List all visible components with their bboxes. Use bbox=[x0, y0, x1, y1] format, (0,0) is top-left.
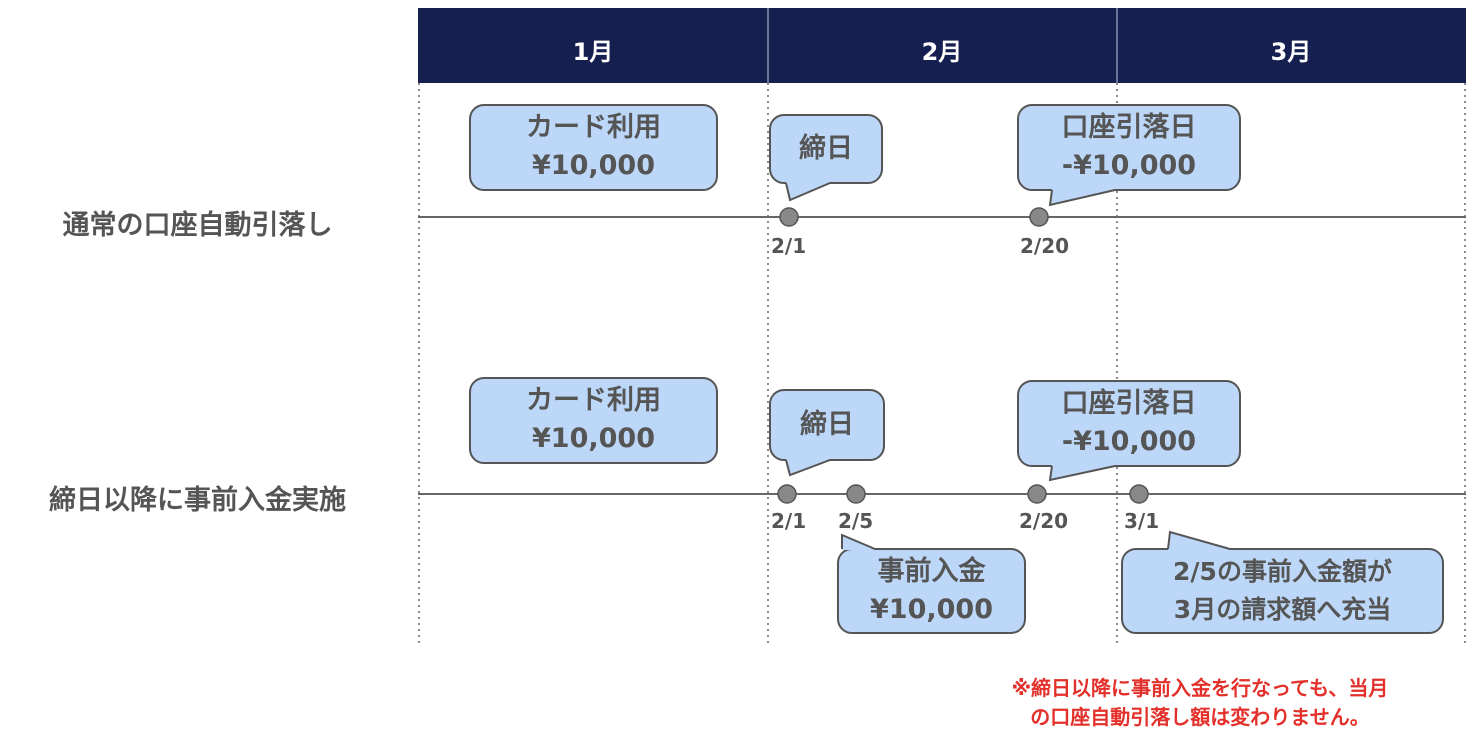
date-marker-3-1 bbox=[1129, 484, 1149, 504]
month-label: 2月 bbox=[921, 38, 963, 66]
date-marker-2-20 bbox=[1029, 207, 1049, 227]
callout-card-use-row1 bbox=[469, 104, 718, 191]
callout-debit-row2 bbox=[1017, 380, 1241, 467]
card-use-text: カード利用 ¥10,000 bbox=[526, 112, 661, 181]
callout-card-use-row2 bbox=[469, 377, 718, 464]
date-label: 2/20 bbox=[1020, 234, 1070, 258]
date-label: 2/1 bbox=[771, 234, 807, 258]
month-header-bar bbox=[418, 8, 1466, 83]
date-label: 2/20 bbox=[1019, 509, 1069, 533]
debit-day-text: 口座引落日 -¥10,000 bbox=[1061, 112, 1197, 181]
prepayment-text: 事前入金 ¥10,000 bbox=[870, 556, 993, 625]
row-label: 通常の口座自動引落し bbox=[62, 210, 333, 241]
closing-day-text: 締日 bbox=[799, 133, 853, 164]
footnote: ※締日以降に事前入金を行なっても、当月 の口座自動引落し額は変わりません。 bbox=[1011, 676, 1389, 729]
closing-day-text: 締日 bbox=[800, 409, 854, 440]
card-use-text: カード利用 ¥10,000 bbox=[526, 385, 661, 454]
date-label: 2/1 bbox=[771, 509, 807, 533]
date-marker-2-1 bbox=[779, 207, 799, 227]
applied-text: 2/5の事前入金額が 3月の請求額へ充当 bbox=[1173, 557, 1392, 624]
date-label: 2/5 bbox=[838, 509, 874, 533]
date-marker-2-5 bbox=[846, 484, 866, 504]
callout-applied bbox=[1121, 548, 1444, 634]
date-label: 3/1 bbox=[1124, 509, 1160, 533]
callout-prepayment bbox=[837, 548, 1026, 634]
callout-debit-row1 bbox=[1017, 104, 1241, 191]
month-label: 3月 bbox=[1270, 38, 1312, 66]
date-marker-2-1 bbox=[777, 484, 797, 504]
debit-day-text: 口座引落日 -¥10,000 bbox=[1061, 388, 1197, 457]
date-marker-2-20 bbox=[1027, 484, 1047, 504]
row-label: 締日以降に事前入金実施 bbox=[49, 485, 346, 516]
month-label: 1月 bbox=[572, 38, 614, 66]
